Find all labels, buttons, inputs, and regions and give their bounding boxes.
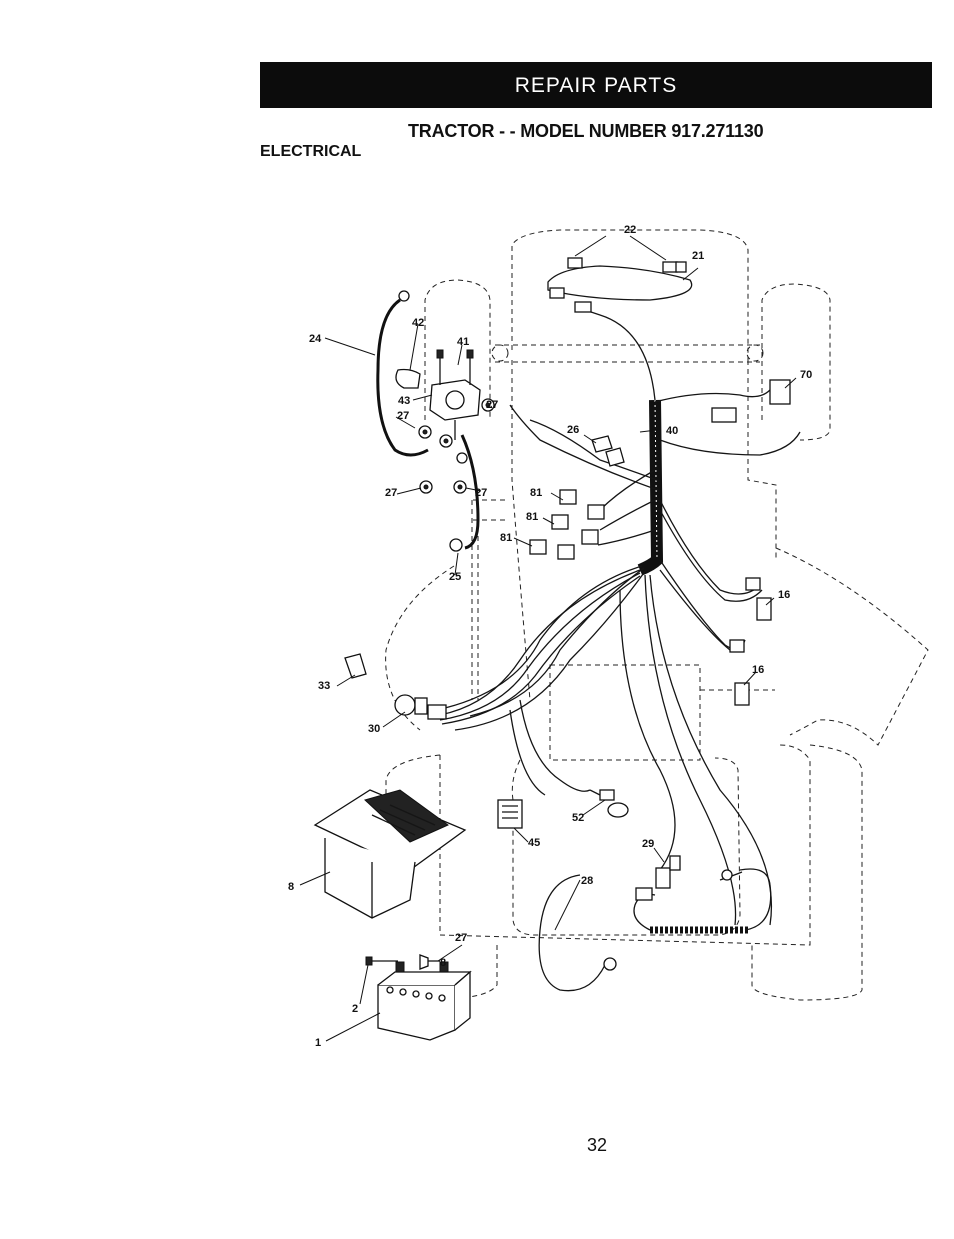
callout-41: 41 — [457, 336, 469, 348]
lock-washers — [418, 398, 495, 494]
ignition-switch-30 — [394, 694, 447, 720]
seat-switch-29 — [635, 855, 681, 901]
callout-21: 21 — [692, 250, 704, 262]
solenoid-part — [429, 349, 481, 440]
battery-cable-part — [376, 290, 429, 457]
callout-8-tray: 8 — [288, 881, 294, 893]
callout-29: 29 — [642, 838, 654, 850]
bolt-nut-part — [365, 954, 440, 970]
callout-40: 40 — [666, 425, 678, 437]
key-33 — [344, 653, 367, 679]
connector-26 — [591, 435, 625, 467]
callout-43: 43 — [398, 395, 410, 407]
headlight-bulbs — [549, 257, 687, 313]
battery-tray-part — [313, 789, 467, 919]
module-45 — [497, 799, 523, 829]
callout-45: 45 — [528, 837, 540, 849]
callout-26: 26 — [567, 424, 579, 436]
relays-81 — [529, 489, 605, 560]
callout-81-mid: 81 — [526, 511, 538, 523]
callout-25: 25 — [449, 571, 461, 583]
switches-16 — [729, 577, 772, 706]
callout-16-upper: 16 — [778, 589, 790, 601]
cable-boot-part — [395, 368, 421, 389]
switch-70 — [711, 379, 791, 423]
callout-81-top: 81 — [530, 487, 542, 499]
callout-27-solenoid: 27 — [397, 410, 409, 422]
callout-70: 70 — [800, 369, 812, 381]
tractor-outline — [385, 229, 929, 1001]
callout-1: 1 — [315, 1037, 321, 1049]
wiring-harness — [439, 265, 801, 992]
callout-52: 52 — [572, 812, 584, 824]
callout-27-left: 27 — [385, 487, 397, 499]
callout-leaders — [299, 235, 797, 1042]
callout-27-mid: 27 — [475, 487, 487, 499]
callout-22: 22 — [624, 224, 636, 236]
repair-parts-banner: REPAIR PARTS — [260, 62, 932, 108]
callout-2: 2 — [352, 1003, 358, 1015]
callout-42: 42 — [412, 317, 424, 329]
callout-30: 30 — [368, 723, 380, 735]
cable-25-part — [449, 434, 480, 552]
callout-24: 24 — [309, 333, 322, 345]
callout-8-nut: 8 — [440, 957, 446, 969]
fuse-holder-52 — [589, 789, 629, 818]
callout-labels: 1 2 8 8 16 16 21 22 24 25 26 27 27 27 27… — [288, 224, 812, 1049]
model-title: TRACTOR - - MODEL NUMBER 917.271130 — [408, 121, 764, 141]
banner-title: REPAIR PARTS — [514, 74, 678, 97]
callout-27-right: 27 — [486, 399, 498, 411]
callout-28: 28 — [581, 875, 593, 887]
ground-cable-28 — [603, 869, 733, 971]
callout-81-bottom: 81 — [500, 532, 512, 544]
callout-27-battery: 27 — [455, 932, 467, 944]
page-number: 32 — [587, 1135, 608, 1155]
callout-33: 33 — [318, 680, 330, 692]
callout-16-lower: 16 — [752, 664, 764, 676]
section-title: ELECTRICAL — [260, 143, 362, 160]
battery-part — [377, 961, 472, 1041]
